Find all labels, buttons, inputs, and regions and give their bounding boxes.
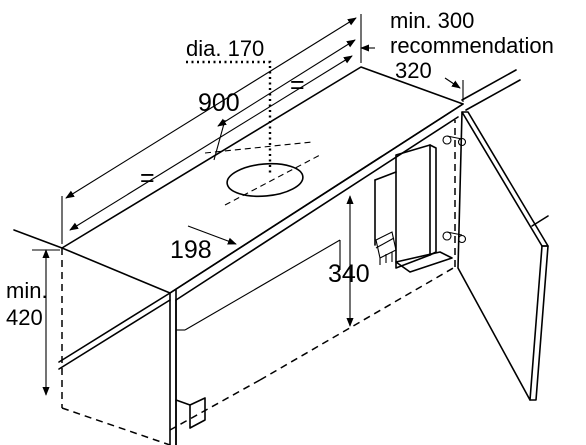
dia-170-label: dia. 170 (186, 36, 264, 61)
dim-320-label: 320 (395, 58, 432, 83)
cabinet-interior (175, 239, 341, 445)
min-420-label-line2: 420 (6, 305, 43, 330)
recommendation-label: recommendation (390, 33, 554, 58)
cabinet-door (457, 111, 549, 401)
cabinet-top-panel (61, 66, 464, 294)
wall-cabinet-outline (461, 69, 549, 227)
min-300-label: min. 300 (390, 8, 474, 33)
min-420-label-line1: min. (6, 278, 48, 303)
adjacent-units-outline (13, 229, 171, 370)
equal-sign-left: = (140, 164, 155, 192)
dim-900-label: 900 (198, 89, 240, 117)
dim-line-420 (32, 249, 60, 396)
dim-line-900 (213, 39, 356, 161)
dim-198-label: 198 (170, 236, 212, 264)
hinge-top (442, 135, 467, 147)
equal-sign-right: = (290, 71, 305, 99)
dim-line-inner-width (69, 55, 353, 231)
side-panel (374, 144, 453, 273)
dim-line-320 (360, 44, 464, 102)
hinge-bottom (442, 231, 467, 244)
dim-340-label: 340 (328, 260, 370, 288)
hood-dashed-outline (61, 120, 456, 445)
dim-line-198 (187, 225, 237, 245)
